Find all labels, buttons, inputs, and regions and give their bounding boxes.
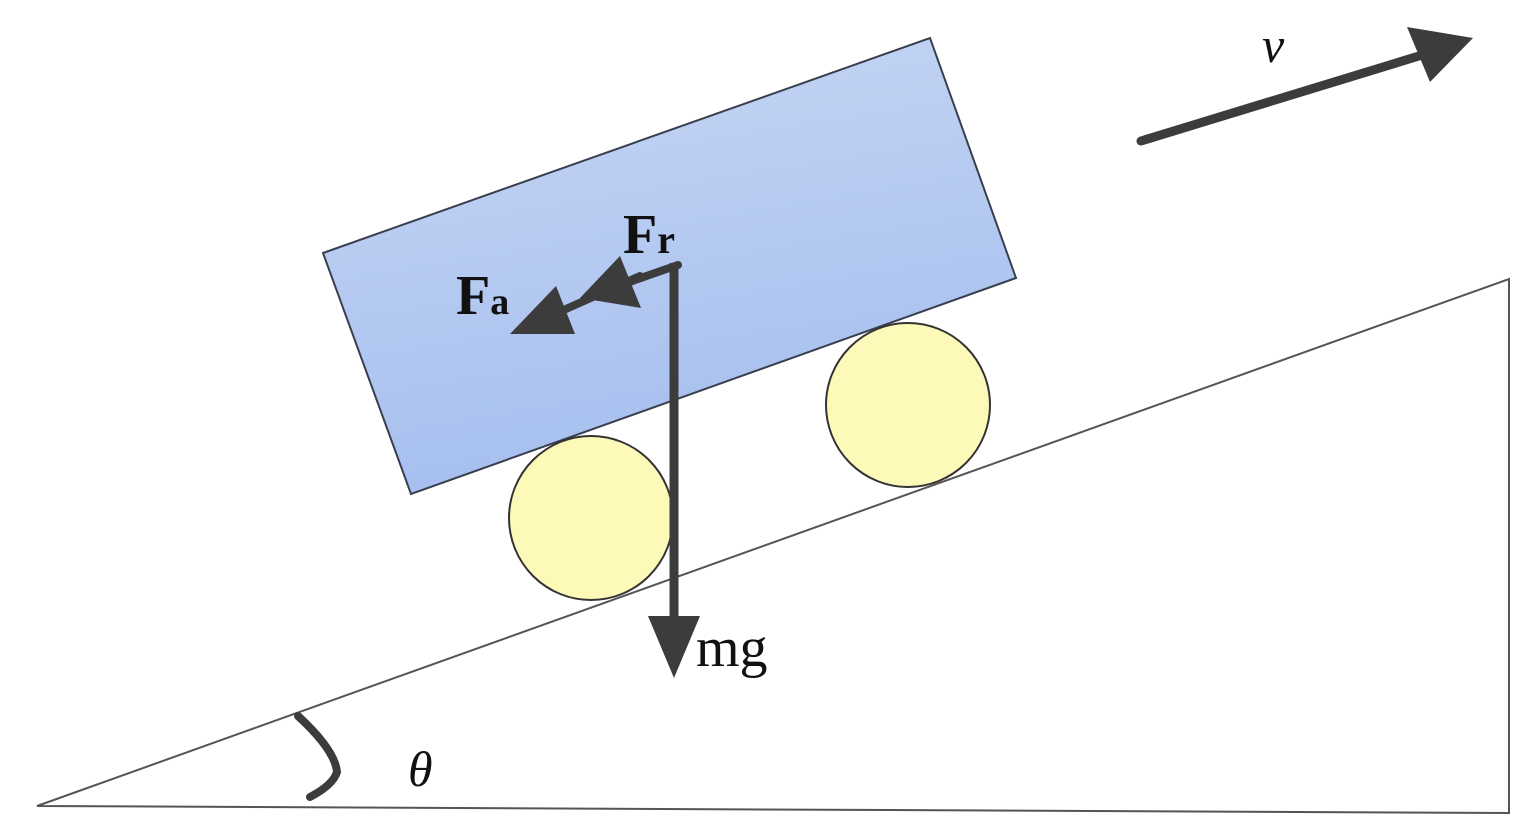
rear-wheel (508, 435, 674, 601)
air-resistance-label: Fa (456, 265, 509, 327)
angle-arc (294, 712, 342, 801)
gravity-label: mg (696, 617, 768, 679)
incline-slope (36, 277, 1510, 815)
slope-angle-label: θ (408, 741, 433, 797)
front-wheel (825, 322, 991, 488)
gravity-arrow (648, 263, 700, 678)
air-resistance-arrow (510, 272, 644, 334)
velocity-arrow (1136, 27, 1473, 146)
rolling-resistance-label: Fr (623, 204, 675, 266)
velocity-label: v (1262, 17, 1285, 73)
